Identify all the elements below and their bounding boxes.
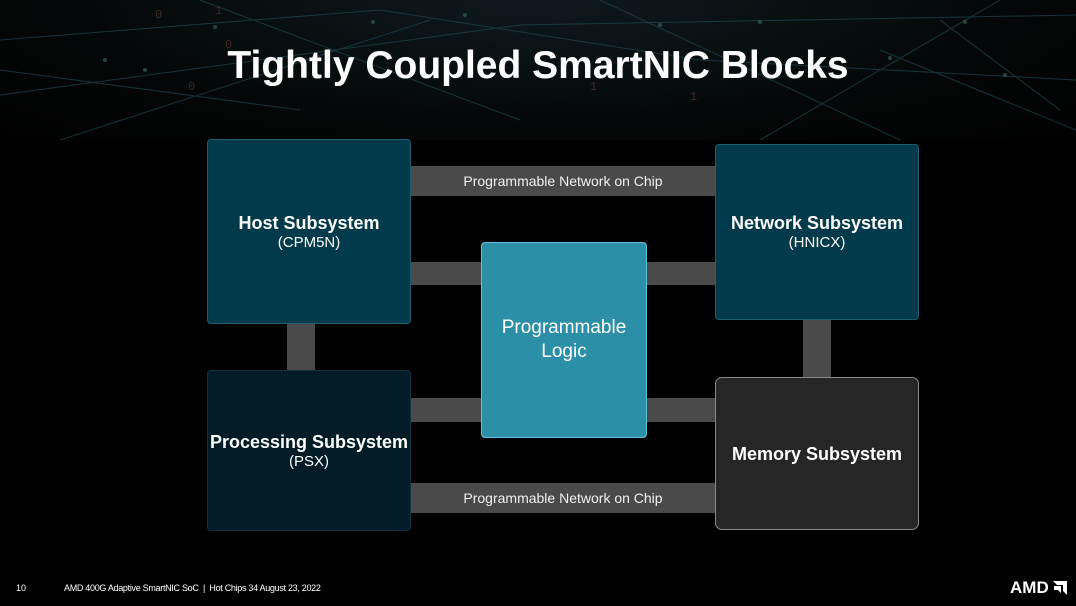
bottom-network-on-chip-bar: Programmable Network on Chip — [411, 483, 715, 513]
programmable-logic-line2: Logic — [541, 341, 587, 362]
host-processing-connector — [287, 324, 315, 370]
top-noc-label: Programmable Network on Chip — [463, 173, 663, 189]
programmable-logic-block: Programmable Logic — [481, 242, 647, 438]
footer-text: AMD 400G Adaptive SmartNIC SoC | Hot Chi… — [64, 583, 321, 593]
network-subsystem-block: Network Subsystem (HNICX) — [715, 144, 919, 320]
host-pl-connector — [411, 262, 481, 285]
slide-title: Tightly Coupled SmartNIC Blocks — [227, 44, 849, 87]
svg-text:0: 0 — [225, 38, 232, 52]
svg-text:0: 0 — [188, 80, 195, 94]
amd-logo: AMD — [1010, 578, 1067, 598]
svg-text:0: 0 — [155, 8, 162, 22]
network-memory-connector — [803, 320, 831, 377]
pl-network-connector — [647, 262, 715, 285]
processing-subsystem-name: Processing Subsystem — [209, 431, 409, 452]
network-lines-decoration: 1 0 0 1 1 0 — [0, 0, 1076, 140]
host-subsystem-name: Host Subsystem — [238, 212, 380, 233]
programmable-logic-line1: Programmable — [501, 317, 627, 338]
svg-text:1: 1 — [590, 80, 597, 94]
header-background: 1 0 0 1 1 0 — [0, 0, 1076, 140]
amd-arrow-icon — [1052, 581, 1067, 595]
network-subsystem-sub: (HNICX) — [788, 234, 846, 251]
processing-subsystem-block: Processing Subsystem (PSX) — [207, 370, 411, 531]
host-subsystem-block: Host Subsystem (CPM5N) — [207, 139, 411, 324]
bottom-noc-label: Programmable Network on Chip — [463, 490, 663, 506]
amd-logo-text: AMD — [1010, 578, 1049, 597]
processing-pl-connector — [411, 398, 481, 422]
memory-subsystem-name: Memory Subsystem — [731, 443, 903, 464]
top-network-on-chip-bar: Programmable Network on Chip — [411, 166, 715, 196]
host-subsystem-sub: (CPM5N) — [277, 233, 341, 251]
page-number: 10 — [16, 583, 27, 593]
network-subsystem-name: Network Subsystem — [730, 213, 904, 233]
svg-text:1: 1 — [690, 90, 697, 104]
pl-memory-connector — [647, 398, 715, 422]
svg-text:1: 1 — [215, 4, 222, 18]
memory-subsystem-block: Memory Subsystem — [715, 377, 919, 530]
processing-subsystem-sub: (PSX) — [288, 452, 329, 470]
